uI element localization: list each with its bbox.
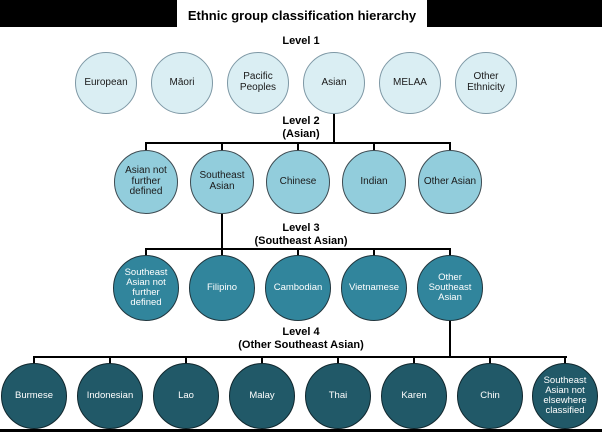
node-burmese: Burmese xyxy=(1,363,67,429)
node-pacific-peoples: Pacific Peoples xyxy=(227,52,289,114)
connector-level4-stub xyxy=(109,356,111,365)
level-3-label: Level 3 (Southeast Asian) xyxy=(0,222,602,247)
node-chinese: Chinese xyxy=(266,150,330,214)
node-maori: Māori xyxy=(151,52,213,114)
connector-level3-stub xyxy=(145,248,147,257)
connector-southeast-asian-drop xyxy=(221,213,223,250)
node-chin: Chin xyxy=(457,363,523,429)
node-other-southeast-asian: Other Southeast Asian xyxy=(417,255,483,321)
node-cambodian: Cambodian xyxy=(265,255,331,321)
connector-level4-stub xyxy=(489,356,491,365)
node-european: European xyxy=(75,52,137,114)
node-southeast-asian-not-elsewhere-classified: Southeast Asian not elsewhere classified xyxy=(532,363,598,429)
connector-level4-stub xyxy=(33,356,35,365)
node-thai: Thai xyxy=(305,363,371,429)
node-southeast-asian-not-further-defined: Southeast Asian not further defined xyxy=(113,255,179,321)
connector-level2-stub xyxy=(221,142,223,151)
connector-level2-stub xyxy=(145,142,147,151)
connector-level3-stub xyxy=(297,248,299,257)
node-indonesian: Indonesian xyxy=(77,363,143,429)
level-2-subheading: (Asian) xyxy=(282,127,320,140)
connector-asian-drop xyxy=(333,113,335,144)
diagram-title: Ethnic group classification hierarchy xyxy=(177,0,427,31)
level-3-subheading: (Southeast Asian) xyxy=(254,234,348,247)
node-malay: Malay xyxy=(229,363,295,429)
connector-level3-stub xyxy=(373,248,375,257)
connector-level3-stub xyxy=(221,248,223,257)
connector-level4-stub xyxy=(337,356,339,365)
connector-other-southeast-asian-drop xyxy=(449,320,451,358)
node-vietnamese: Vietnamese xyxy=(341,255,407,321)
node-karen: Karen xyxy=(381,363,447,429)
connector-level4-stub xyxy=(261,356,263,365)
level-1-heading: Level 1 xyxy=(282,35,320,47)
node-lao: Lao xyxy=(153,363,219,429)
connector-level2-stub xyxy=(449,142,451,151)
connector-level4-horizontal xyxy=(33,356,567,358)
level-2-label: Level 2 (Asian) xyxy=(0,115,602,140)
level-1-label: Level 1 xyxy=(0,35,602,48)
node-other-ethnicity: Other Ethnicity xyxy=(455,52,517,114)
node-asian-not-further-defined: Asian not further defined xyxy=(114,150,178,214)
connector-level4-stub xyxy=(413,356,415,365)
bottom-border-bar xyxy=(0,429,602,432)
connector-level4-stub xyxy=(185,356,187,365)
connector-level3-stub xyxy=(449,248,451,257)
connector-level2-stub xyxy=(373,142,375,151)
node-indian: Indian xyxy=(342,150,406,214)
node-asian: Asian xyxy=(303,52,365,114)
level-4-label: Level 4 (Other Southeast Asian) xyxy=(0,326,602,351)
node-melaa: MELAA xyxy=(379,52,441,114)
node-filipino: Filipino xyxy=(189,255,255,321)
level-3-heading: Level 3 xyxy=(282,222,320,234)
level-4-subheading: (Other Southeast Asian) xyxy=(238,338,364,351)
connector-level4-stub xyxy=(564,356,566,365)
connector-level2-stub xyxy=(297,142,299,151)
level-2-heading: Level 2 xyxy=(282,115,320,127)
level-4-heading: Level 4 xyxy=(282,326,320,338)
diagram-title-text: Ethnic group classification hierarchy xyxy=(187,8,417,23)
node-other-asian: Other Asian xyxy=(418,150,482,214)
node-southeast-asian: Southeast Asian xyxy=(190,150,254,214)
